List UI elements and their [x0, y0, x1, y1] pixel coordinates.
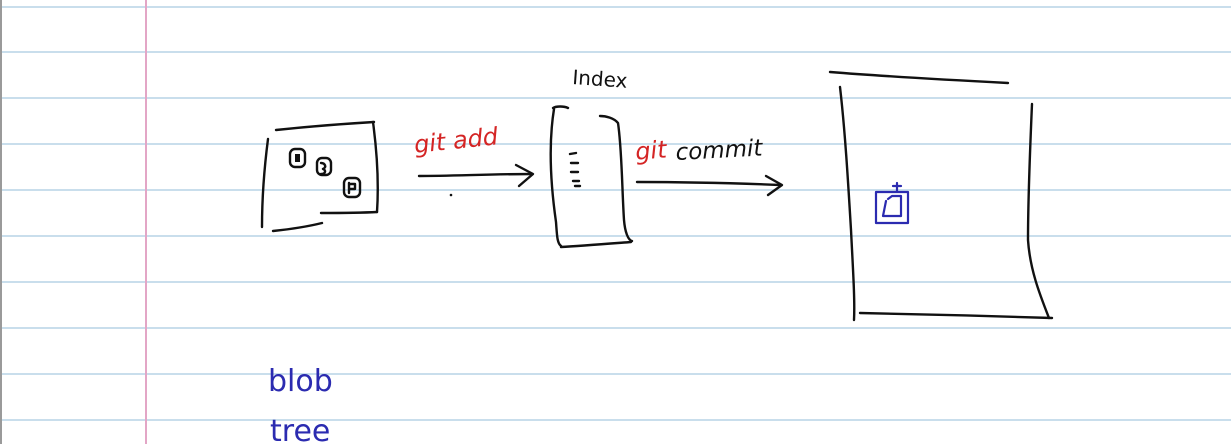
- note-tree: tree: [270, 414, 330, 444]
- git-commit-arrow: [635, 174, 784, 197]
- ruled-lines: [0, 6, 1231, 421]
- file-icon: [288, 147, 307, 169]
- git-commit-label: commit: [675, 135, 764, 166]
- file-icon: [342, 176, 362, 199]
- repository-box: [828, 70, 1054, 322]
- git-add-label: git add: [413, 122, 500, 159]
- git-commit-prefix: git: [634, 135, 669, 166]
- commit-object-icon: [874, 181, 910, 225]
- working-directory-box: [260, 120, 379, 233]
- file-icons: [288, 147, 362, 199]
- file-icon: [315, 156, 333, 177]
- note-blob: blob: [268, 364, 333, 399]
- git-add-arrow: [417, 163, 535, 197]
- index-label: Index: [572, 65, 629, 93]
- index-block: [549, 105, 634, 249]
